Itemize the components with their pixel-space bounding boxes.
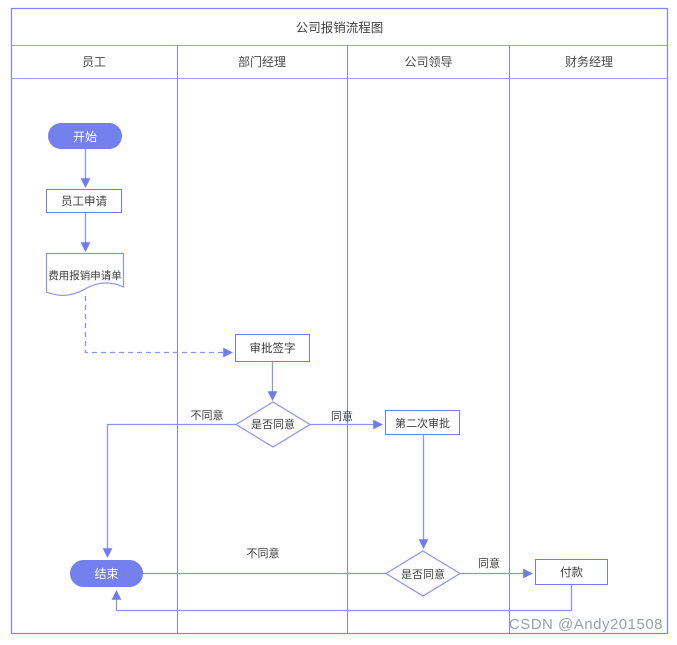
node-expense-form-label: 费用报销申请单 [48,269,122,282]
edge-label-decision2-yes: 同意 [478,558,500,570]
node-employee-apply: 员工申请 [46,189,122,213]
lane-header-employee: 员工 [81,55,106,69]
edge-label-decision1-yes: 同意 [331,411,353,423]
node-decision1-label: 是否同意 [251,419,295,431]
node-decision2-label: 是否同意 [401,569,445,581]
node-second-approval: 第二次审批 [385,410,460,435]
csdn-watermark: CSDN @Andy201508 [508,616,663,633]
edge-label-decision2-no: 不同意 [246,548,280,560]
node-pay: 付款 [535,559,608,585]
node-start: 开始 [48,123,122,149]
lane-header-finance-manager: 财务经理 [564,55,613,69]
document-shape-form [45,252,125,296]
node-end: 结束 [70,560,143,587]
diamond-decision2 [384,550,462,597]
connector-decision1-no-to-end [102,423,236,558]
connector-pay-to-end [111,585,573,612]
diagram-title: 公司报销流程图 [295,21,384,35]
edge-label-decision1-no: 不同意 [190,410,224,422]
diamond-decision1 [234,401,312,448]
lane-header-company-leader: 公司领导 [404,55,453,69]
connector-form-to-sign-dashed [84,296,233,358]
diagram-outer-border [10,7,669,635]
lane-header-dept-manager: 部门经理 [237,55,286,69]
node-approval-sign: 审批签字 [235,334,310,362]
